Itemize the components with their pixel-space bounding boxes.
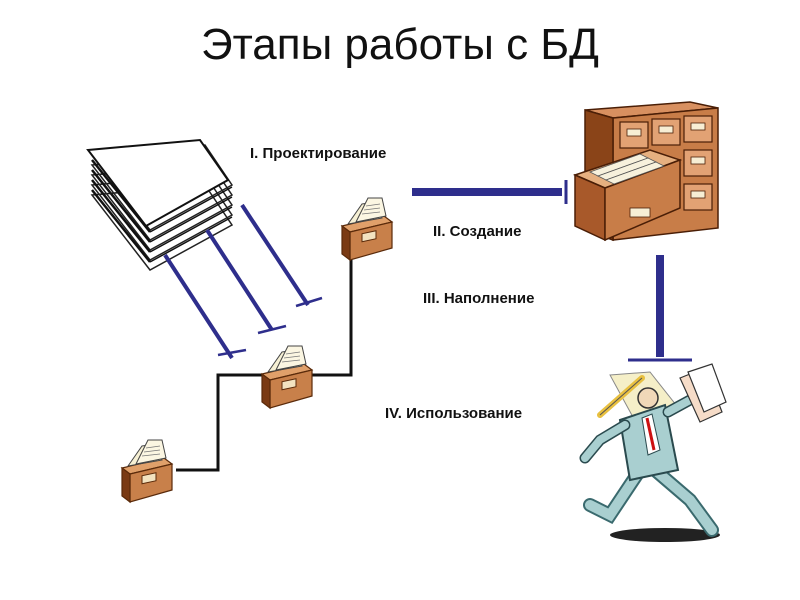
stage-label-creation: II. Создание xyxy=(433,223,522,240)
card-cabinet-icon xyxy=(572,101,719,242)
page-title: Этапы работы с БД xyxy=(201,20,599,69)
filling-arrow xyxy=(628,255,692,362)
stage-label-usage: IV. Использование xyxy=(385,405,523,422)
small-drawer-icon xyxy=(121,439,173,503)
running-person-icon xyxy=(579,363,727,542)
stage-label-design: I. Проектирование xyxy=(250,145,387,162)
design-arrows xyxy=(163,203,323,360)
creation-arrow xyxy=(412,180,568,204)
stage-label-filling: III. Наполнение xyxy=(423,290,535,307)
small-drawer-icon xyxy=(261,345,313,409)
paper-stack-icon xyxy=(86,138,234,271)
small-drawer-icon xyxy=(341,197,393,261)
